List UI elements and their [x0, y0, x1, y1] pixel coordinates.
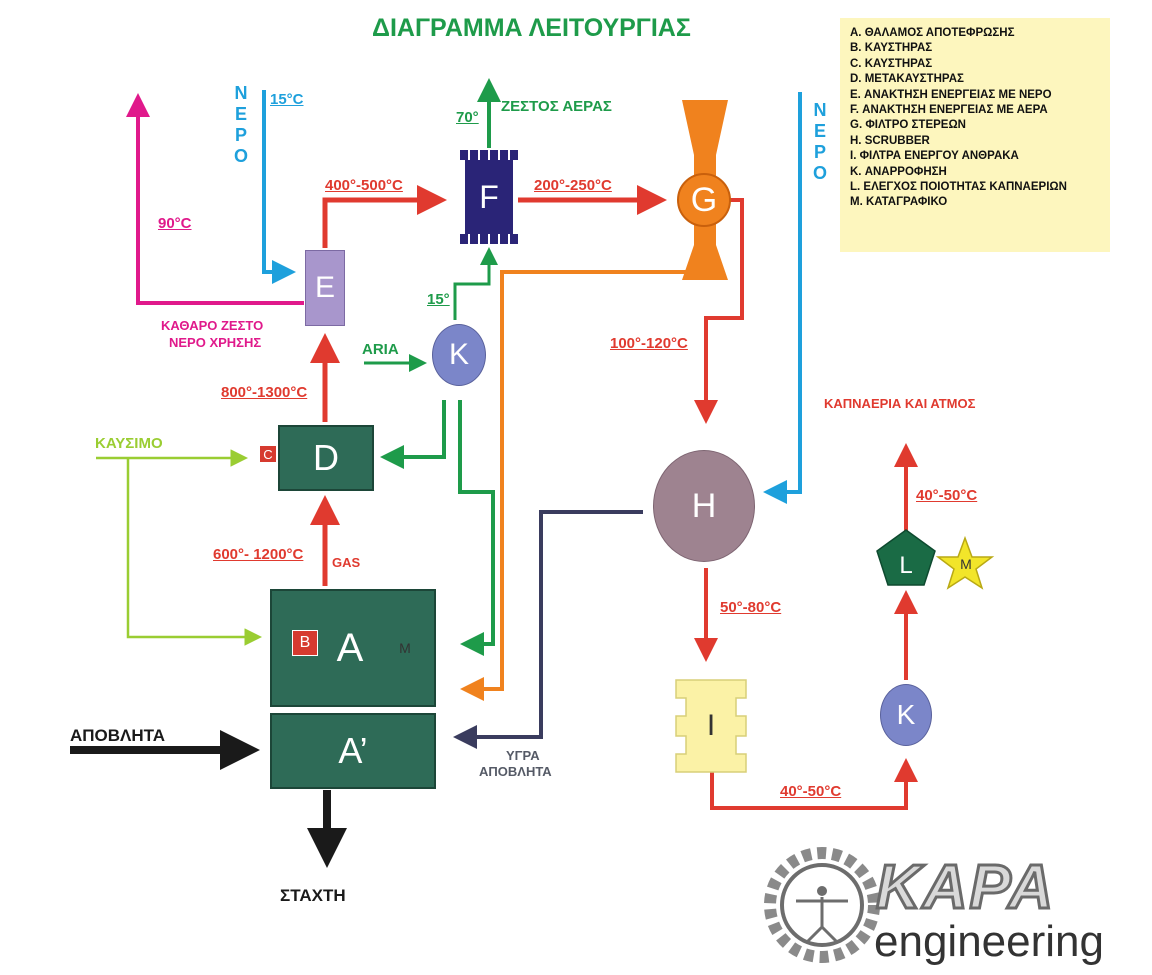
label-200-250: 200°-250°C: [534, 177, 612, 194]
legend-item: M. ΚΑΤΑΓΡΑΦΙΚΟ: [850, 196, 948, 209]
node-m1-label: M: [399, 640, 411, 656]
legend-item: K. ΑΝΑΡΡΟΦΗΣΗ: [850, 165, 947, 178]
label-gas: GAS: [332, 555, 361, 570]
arrow-air-into-f: [453, 247, 498, 320]
legend-item: H. SCRUBBER: [850, 134, 930, 147]
legend-item: D. ΜΕΤΑΚΑΥΣΤΗΡΑΣ: [850, 73, 964, 86]
label-15-air: 15°: [427, 291, 450, 308]
legend-item: C. ΚΑΥΣΤΗΡΑΣ: [850, 57, 933, 70]
label-50-80: 50°-80°C: [720, 599, 782, 616]
label-40-50-top: 40°-50°C: [916, 487, 978, 504]
label-water-left-text: ΝΕΡΟ: [233, 83, 248, 166]
legend-item: L. ΕΛΕΓΧΟΣ ΠΟΙΟΤΗΤΑΣ ΚΑΠΝΑΕΡΙΩΝ: [850, 181, 1067, 194]
label-aria: ARIA: [362, 341, 399, 358]
label-clean-water-1: ΚΑΘΑΡΟ ΖΕΣΤΟ: [161, 318, 264, 333]
legend-item: A. ΘΑΛΑΜΟΣ ΑΠΟΤΕΦΡΩΣΗΣ: [850, 27, 1015, 39]
node-k2: K: [880, 684, 932, 746]
logo-brand: KAPA: [874, 853, 1056, 922]
node-l-shape: [876, 529, 936, 586]
node-f-shape: [460, 150, 518, 244]
label-clean-water-2: ΝΕΡΟ ΧΡΗΣΗΣ: [169, 335, 262, 350]
star-m2-shape: [935, 535, 995, 590]
arrow-h-to-a2: [453, 510, 643, 749]
node-m2-label: M: [960, 556, 972, 572]
label-90c: 90°C: [158, 215, 192, 232]
label-ash: ΣΤΑΧΤΗ: [280, 886, 346, 905]
arrow-g-to-h: [694, 198, 744, 424]
node-h: H: [653, 450, 755, 562]
arrow-water-into-e: [262, 90, 296, 284]
node-b: B: [292, 630, 318, 656]
node-d: D: [278, 425, 374, 491]
label-70: 70°: [456, 109, 479, 126]
legend-item: G. ΦΙΛΤΡΟ ΣΤΕΡΕΩΝ: [850, 119, 966, 132]
node-c: C: [259, 445, 277, 463]
diagram-title: ΔΙΑΓΡΑΜΜΑ ΛΕΙΤΟΥΡΓΙΑΣ: [372, 14, 691, 42]
label-liquid-waste-2: ΑΠΟΒΛΗΤΑ: [479, 764, 552, 779]
logo-gear-icon: [764, 847, 880, 963]
legend-item: I. ΦΙΛΤΡΑ ΕΝΕΡΓΟΥ ΑΝΘΡΑΚΑ: [850, 150, 1019, 163]
label-fuel: ΚΑΥΣΙΜΟ: [95, 435, 163, 452]
node-e: E: [305, 250, 345, 326]
arrow-hot-water: [126, 93, 304, 305]
node-i-label: I: [706, 709, 716, 742]
arrow-fuel-to-a: [126, 458, 262, 646]
node-f-label: F: [479, 178, 499, 215]
node-k1: K: [432, 324, 486, 386]
label-water-right-text: ΝΕΡΟ: [812, 100, 827, 183]
arrow-water-into-h: [763, 92, 802, 504]
label-40-50-bottom: 40°-50°C: [780, 783, 842, 800]
label-smoke-steam: ΚΑΠΝΑΕΡΙΑ ΚΑΙ ΑΤΜΟΣ: [824, 396, 976, 411]
label-100-120: 100°-120°C: [610, 335, 688, 352]
arrow-k-to-d: [380, 400, 446, 469]
label-water-right: ΝΕΡΟ: [812, 100, 828, 184]
node-l-label: L: [899, 552, 913, 579]
node-a-prime: A’: [270, 713, 436, 789]
label-800-1300: 800°-1300°C: [221, 384, 308, 401]
label-15c-water: 15°C: [270, 91, 304, 108]
label-water-left: ΝΕΡΟ: [233, 83, 249, 167]
legend-item: B. ΚΑΥΣΤΗΡΑΣ: [850, 42, 933, 55]
legend-box: A. ΘΑΛΑΜΟΣ ΑΠΟΤΕΦΡΩΣΗΣ B. ΚΑΥΣΤΗΡΑΣ C. Κ…: [840, 18, 1110, 252]
label-hot-air: ΖΕΣΤΟΣ ΑΕΡΑΣ: [501, 98, 612, 115]
arrow-g-to-a: [460, 270, 688, 701]
arrow-e-to-f: [322, 185, 447, 248]
logo-sub: engineering: [874, 917, 1104, 966]
label-liquid-waste-1: ΥΓΡΑ: [506, 748, 540, 763]
label-400-500: 400°-500°C: [325, 177, 403, 194]
label-waste: ΑΠΟΒΛΗΤΑ: [70, 726, 166, 745]
arrow-k-to-a: [458, 400, 495, 656]
label-600-1200: 600°- 1200°C: [213, 546, 304, 563]
legend-item: F. ΑΝΑΚΤΗΣΗ ΕΝΕΡΓΕΙΑΣ ΜΕ ΑΕΡΑ: [850, 104, 1048, 117]
arrow-i-to-k2: [710, 758, 918, 810]
node-i-shape: [675, 679, 747, 773]
legend-item: E. ΑΝΑΚΤΗΣΗ ΕΝΕΡΓΕΙΑΣ ΜΕ ΝΕΡΟ: [850, 88, 1052, 101]
node-g-label: G: [690, 180, 718, 219]
